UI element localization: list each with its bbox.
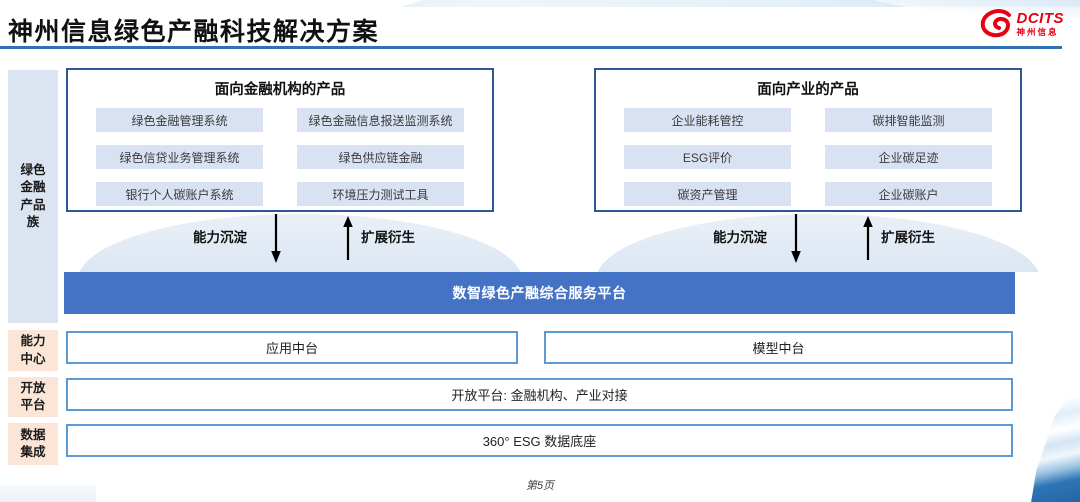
- sidebar-item-capability-center: 能力中心: [8, 330, 58, 371]
- flow-label-settle-left: 能力沉淀: [193, 230, 247, 245]
- corner-decoration-bottom-left: [0, 485, 96, 502]
- middle-box-model: 模型中台: [544, 331, 1013, 364]
- product-pill: 绿色信贷业务管理系统: [96, 145, 263, 169]
- product-box-finance-title: 面向金融机构的产品: [214, 82, 346, 98]
- dcits-swirl-icon: [980, 9, 1011, 38]
- product-pill: 绿色金融信息报送监测系统: [297, 108, 464, 132]
- flow-label-extend-right: 扩展衍生: [881, 230, 935, 245]
- arrow-down-icon: [791, 214, 801, 263]
- product-pill: 绿色金融管理系统: [96, 108, 263, 132]
- arrow-up-icon: [863, 216, 873, 260]
- dome-left: [78, 214, 522, 272]
- product-pill: 碳资产管理: [624, 182, 791, 206]
- logo-brand-cn: 神州信息: [1016, 27, 1059, 38]
- product-pill: 银行个人碳账户系统: [96, 182, 263, 206]
- corner-decoration-bottom-right: [1031, 382, 1080, 502]
- title-underline: [0, 46, 1062, 49]
- product-pill: 绿色供应链金融: [297, 145, 464, 169]
- page-number: 第5页: [525, 480, 555, 492]
- dome-decoration-zone: [0, 212, 1080, 272]
- logo-brand-text: DCITS: [1016, 10, 1064, 28]
- product-box-finance: 面向金融机构的产品 绿色金融管理系统 绿色金融信息报送监测系统 绿色信贷业务管理…: [66, 68, 494, 212]
- data-base-box: 360° ESG 数据底座: [66, 424, 1013, 457]
- product-pill: 环境压力测试工具: [297, 182, 464, 206]
- product-pill: 企业能耗管控: [624, 108, 791, 132]
- product-pill: 企业碳足迹: [825, 145, 992, 169]
- open-platform-box: 开放平台: 金融机构、产业对接: [66, 378, 1013, 411]
- sidebar-item-product-family: 绿色金融产品族: [8, 70, 58, 323]
- dome-right: [596, 214, 1040, 272]
- page-title: 神州信息绿色产融科技解决方案: [8, 18, 380, 46]
- flow-label-settle-right: 能力沉淀: [713, 230, 767, 245]
- product-box-industry-title: 面向产业的产品: [757, 82, 859, 98]
- product-pill: 碳排智能监测: [825, 108, 992, 132]
- arrow-up-icon: [343, 216, 353, 260]
- product-box-industry: 面向产业的产品 企业能耗管控 碳排智能监测 ESG评价 企业碳足迹 碳资产管理 …: [594, 68, 1022, 212]
- sidebar-item-data-integration: 数据集成: [8, 423, 58, 465]
- flow-label-extend-left: 扩展衍生: [361, 230, 415, 245]
- middle-box-app: 应用中台: [66, 331, 518, 364]
- product-pill: 企业碳账户: [825, 182, 992, 206]
- sidebar-item-open-platform: 开放平台: [8, 377, 58, 417]
- brand-logo: DCITS 神州信息: [979, 9, 1065, 39]
- platform-bar: 数智绿色产融综合服务平台: [64, 272, 1015, 314]
- top-swoosh-band: [0, 0, 1080, 7]
- product-pill: ESG评价: [624, 145, 791, 169]
- arrow-down-icon: [271, 214, 281, 263]
